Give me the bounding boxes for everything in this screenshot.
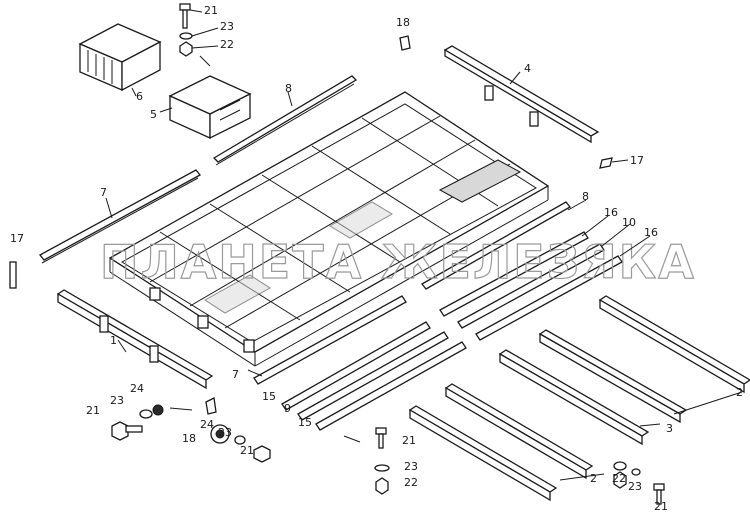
strip-16-a [439,231,589,317]
callout-24: 24 [200,418,214,431]
callout-labels: 21 23 22 6 5 18 4 8 17 7 17 8 16 10 16 1… [10,4,743,513]
callout-21: 21 [240,444,254,457]
callout-21: 21 [654,500,668,513]
callout-22: 22 [220,38,234,51]
callout-23: 23 [218,426,232,439]
callout-15: 15 [262,390,276,403]
leader-lines [105,9,743,481]
callout-8: 8 [582,190,589,203]
strip-10 [457,243,605,329]
callout-7: 7 [100,186,107,199]
strip-16-b [475,255,623,341]
callout-17: 17 [630,154,644,167]
pin-17-left [9,261,17,289]
strip-8-upper [212,75,358,166]
callout-15: 15 [298,416,312,429]
callout-10: 10 [622,216,636,229]
crossbeam-2-lower-a [444,383,594,480]
fastener-set-middle [343,427,390,495]
crossbeam-2-lower-b [408,405,558,502]
callout-23: 23 [628,480,642,493]
crossbeam-2-middle [538,329,688,424]
callout-3: 3 [666,422,673,435]
callout-24: 24 [130,382,144,395]
callout-5: 5 [150,108,157,121]
callout-16: 16 [644,226,658,239]
callout-22: 22 [612,472,626,485]
callout-17: 17 [10,232,24,245]
strip-15-a [281,321,431,411]
callout-18: 18 [182,432,196,445]
callout-7: 7 [232,368,239,381]
pin-17-right [599,157,613,169]
beam-4 [443,45,600,144]
callout-23: 23 [110,394,124,407]
strip-15-b [315,341,467,431]
strip-8-right [421,201,571,290]
box-6 [78,23,162,92]
fastener-set-right [613,461,665,505]
callout-22: 22 [404,476,418,489]
strip-9 [297,331,449,421]
callout-21: 21 [402,434,416,447]
callout-8: 8 [285,82,292,95]
callout-1: 1 [110,334,117,347]
callout-23: 23 [404,460,418,473]
watermark-text: ПЛАНЕТА ЖЕЛЕЗЯКА [100,235,696,289]
callout-21: 21 [204,4,218,17]
callout-2: 2 [590,472,597,485]
callout-4: 4 [524,62,531,75]
callout-6: 6 [136,90,143,103]
callout-23: 23 [220,20,234,33]
clip-18-top [399,35,411,51]
callout-9: 9 [284,402,291,415]
fastener-set-top [179,3,211,67]
box-5 [168,75,252,140]
callout-2: 2 [736,386,743,399]
beam-1 [56,289,214,390]
crossbeam-2-upper [598,295,750,394]
callout-18: 18 [396,16,410,29]
crossbeam-3 [498,349,650,446]
fastener-set-left [111,397,271,463]
callout-16: 16 [604,206,618,219]
platform-frame [108,91,550,367]
callout-21: 21 [86,404,100,417]
strip-7-left [39,169,201,264]
strip-7-lower [253,295,407,385]
